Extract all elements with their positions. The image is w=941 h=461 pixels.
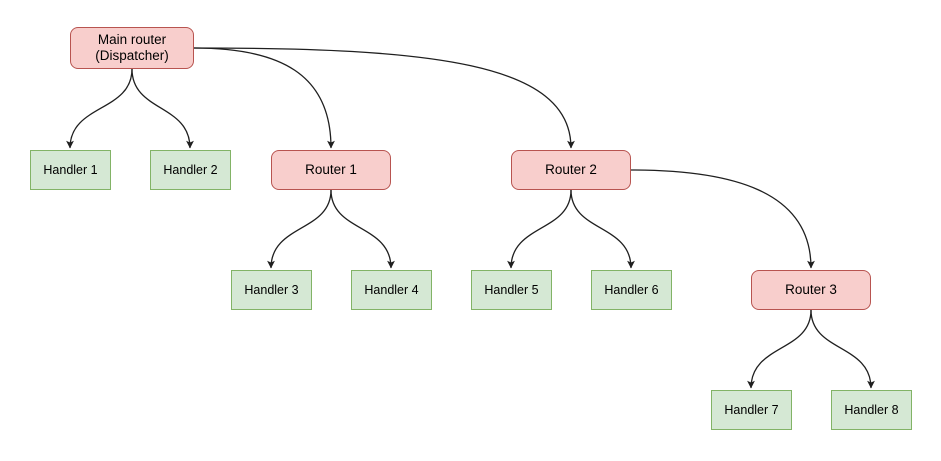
node-handler-1[interactable]: Handler 1	[30, 150, 111, 190]
edge-main-to-handler-1	[66, 68, 133, 149]
node-handler-8[interactable]: Handler 8	[831, 390, 912, 430]
node-label-handler-8: Handler 8	[844, 402, 899, 417]
edge-router-1-to-handler-3	[267, 189, 332, 269]
node-router-2[interactable]: Router 2	[511, 150, 631, 190]
edge-router-2-to-handler-6	[570, 189, 635, 269]
node-label-router-2: Router 2	[545, 162, 597, 178]
node-main-router[interactable]: Main router (Dispatcher)	[70, 27, 194, 69]
node-label-router-3: Router 3	[785, 282, 837, 298]
edge-main-to-handler-2	[131, 68, 194, 149]
node-label-router-1: Router 1	[305, 162, 357, 178]
edge-router-2-to-handler-5	[507, 189, 572, 269]
edge-router-1-to-handler-4	[330, 189, 395, 269]
edge-main-to-router-2	[193, 47, 575, 149]
node-handler-7[interactable]: Handler 7	[711, 390, 792, 430]
edge-router-2-to-router-3	[630, 169, 815, 269]
node-label-handler-3: Handler 3	[244, 282, 299, 297]
node-handler-4[interactable]: Handler 4	[351, 270, 432, 310]
node-label-handler-2: Handler 2	[163, 162, 218, 177]
edge-router-3-to-handler-7	[747, 309, 812, 389]
edge-router-3-to-handler-8	[810, 309, 875, 389]
node-label-handler-7: Handler 7	[724, 402, 779, 417]
node-handler-2[interactable]: Handler 2	[150, 150, 231, 190]
edge-main-to-router-1	[193, 47, 335, 149]
node-label-handler-5: Handler 5	[484, 282, 539, 297]
node-label-handler-1: Handler 1	[43, 162, 98, 177]
node-router-3[interactable]: Router 3	[751, 270, 871, 310]
node-handler-6[interactable]: Handler 6	[591, 270, 672, 310]
node-handler-5[interactable]: Handler 5	[471, 270, 552, 310]
node-router-1[interactable]: Router 1	[271, 150, 391, 190]
node-label-handler-6: Handler 6	[604, 282, 659, 297]
node-label-handler-4: Handler 4	[364, 282, 419, 297]
edges-group	[66, 47, 875, 389]
node-handler-3[interactable]: Handler 3	[231, 270, 312, 310]
node-label-main-router: Main router (Dispatcher)	[95, 32, 169, 63]
